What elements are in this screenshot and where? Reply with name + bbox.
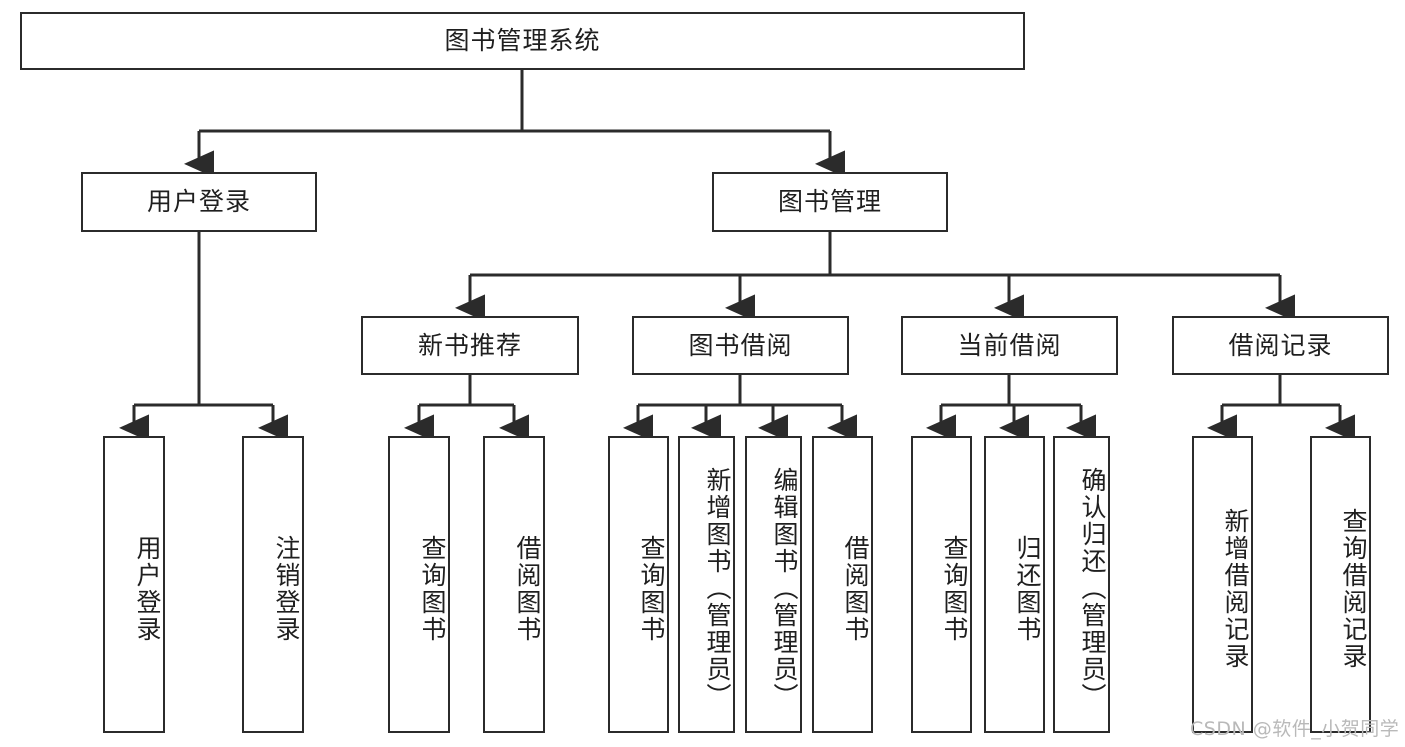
node-leaf-query-borrow-record[interactable]: 查询借阅记录 [1310,436,1371,733]
node-leaf-logout[interactable]: 注销登录 [242,436,304,733]
csdn-watermark: CSDN @软件_小贺同学 [1190,718,1400,740]
node-leaf-borrow-book-2-label: 借阅图书 [841,534,870,643]
node-leaf-query-book-3-label: 查询图书 [940,534,969,643]
node-leaf-query-borrow-record-label: 查询借阅记录 [1339,507,1368,670]
node-leaf-return-book[interactable]: 归还图书 [984,436,1045,733]
node-current-borrow[interactable]: 当前借阅 [901,316,1118,375]
node-leaf-add-borrow-record-label: 新增借阅记录 [1221,507,1250,670]
node-book-borrow[interactable]: 图书借阅 [632,316,849,375]
node-leaf-borrow-book-1-label: 借阅图书 [513,534,542,643]
node-leaf-user-login-label: 用户登录 [133,534,162,643]
node-leaf-query-book-2-label: 查询图书 [637,534,666,643]
node-user-login-label: 用户登录 [146,187,251,217]
node-leaf-edit-book-admin[interactable]: 编辑图书（管理员） [745,436,802,733]
node-leaf-query-book-1-label: 查询图书 [418,534,447,643]
node-leaf-user-login[interactable]: 用户登录 [103,436,165,733]
node-borrow-record[interactable]: 借阅记录 [1172,316,1389,375]
node-leaf-confirm-return-admin[interactable]: 确认归还（管理员） [1053,436,1110,733]
node-leaf-borrow-book-1[interactable]: 借阅图书 [483,436,545,733]
node-leaf-logout-label: 注销登录 [272,534,301,643]
node-new-book-rec[interactable]: 新书推荐 [361,316,579,375]
node-book-borrow-label: 图书借阅 [688,330,793,360]
node-root-label: 图书管理系统 [444,26,601,56]
node-leaf-return-book-label: 归还图书 [1013,534,1042,643]
node-new-book-rec-label: 新书推荐 [417,330,522,360]
node-user-login[interactable]: 用户登录 [81,172,317,232]
node-leaf-borrow-book-2[interactable]: 借阅图书 [812,436,873,733]
node-leaf-query-book-1[interactable]: 查询图书 [388,436,450,733]
node-leaf-add-book-admin-label: 新增图书（管理员） [703,467,732,710]
node-root[interactable]: 图书管理系统 [20,12,1025,70]
node-book-manage-label: 图书管理 [777,187,882,217]
node-leaf-query-book-3[interactable]: 查询图书 [911,436,972,733]
node-leaf-confirm-return-admin-label: 确认归还（管理员） [1078,467,1107,710]
node-leaf-add-borrow-record[interactable]: 新增借阅记录 [1192,436,1253,733]
node-current-borrow-label: 当前借阅 [957,330,1062,360]
node-leaf-query-book-2[interactable]: 查询图书 [608,436,669,733]
node-book-manage[interactable]: 图书管理 [712,172,948,232]
node-borrow-record-label: 借阅记录 [1228,330,1333,360]
node-leaf-add-book-admin[interactable]: 新增图书（管理员） [678,436,735,733]
node-leaf-edit-book-admin-label: 编辑图书（管理员） [770,467,799,710]
